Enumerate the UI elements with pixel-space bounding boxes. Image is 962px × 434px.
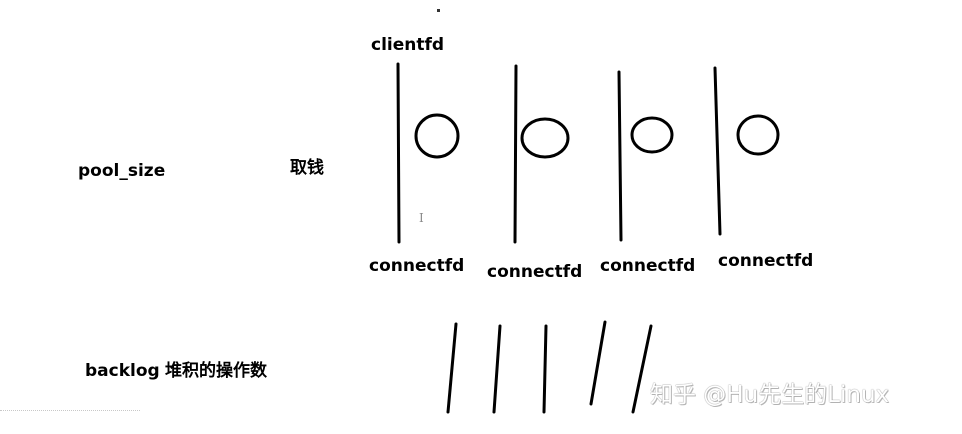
backlog-line-1 <box>446 322 458 414</box>
watermark: 知乎 @Hu先生的Linux <box>650 382 890 408</box>
backlog-line-3 <box>542 324 548 414</box>
connection-1 <box>396 62 460 244</box>
backlog-line-4 <box>589 320 607 406</box>
connection-line-2 <box>513 64 518 244</box>
bottom-dotted-divider <box>0 410 140 411</box>
connectfd-label-3: connectfd <box>600 256 696 276</box>
withdraw-label: 取钱 <box>290 158 324 178</box>
connection-circle-3 <box>630 116 674 154</box>
connectfd-label-1: connectfd <box>369 256 465 276</box>
backlog-lines <box>446 320 653 414</box>
backlog-line-5 <box>631 324 653 414</box>
backlog-label: backlog <box>85 361 160 381</box>
connection-line-4 <box>713 66 722 236</box>
pool-size-label: pool_size <box>78 161 166 181</box>
connection-circle-1 <box>414 113 460 159</box>
backlog-line-2 <box>492 324 502 414</box>
connectfd-label-4: connectfd <box>718 251 814 271</box>
backlog-description: 堆积的操作数 <box>165 361 267 381</box>
connection-4 <box>713 66 780 236</box>
connection-line-3 <box>617 70 623 242</box>
connection-2 <box>513 64 570 244</box>
connection-3 <box>617 70 674 242</box>
connectfd-label-2: connectfd <box>487 262 583 282</box>
text-cursor-icon: I <box>419 211 424 225</box>
connection-circle-2 <box>520 117 570 159</box>
connection-line-1 <box>396 62 401 244</box>
clientfd-label: clientfd <box>371 35 445 55</box>
top-dot <box>437 9 440 12</box>
connection-circle-4 <box>736 114 780 156</box>
